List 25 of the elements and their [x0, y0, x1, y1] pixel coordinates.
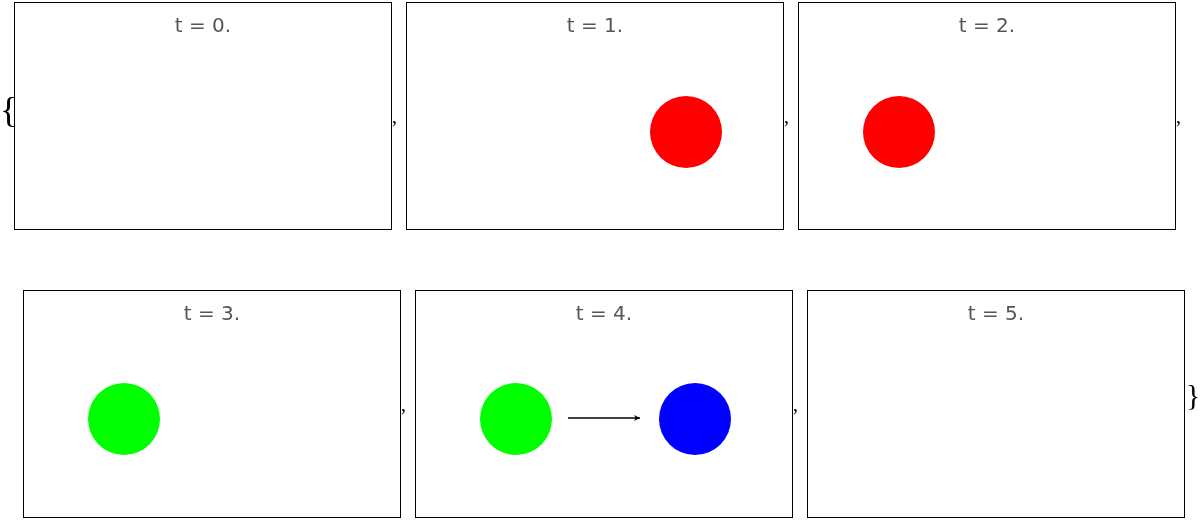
time-label: t = 1. — [566, 13, 624, 37]
time-label: t = 2. — [958, 13, 1016, 37]
brace: } — [1186, 380, 1200, 410]
brace: { — [0, 92, 18, 128]
disk — [650, 96, 722, 168]
panel-frame — [415, 290, 793, 518]
panel-frame — [807, 290, 1185, 518]
panel-frame — [14, 2, 392, 230]
disk — [659, 383, 731, 455]
disk — [480, 383, 552, 455]
disk — [863, 96, 935, 168]
time-label: t = 3. — [183, 301, 241, 325]
comma: , — [1176, 106, 1181, 126]
comma: , — [392, 106, 397, 126]
disk — [88, 383, 160, 455]
panel-frame — [23, 290, 401, 518]
comma: , — [784, 106, 789, 126]
panel-frame — [406, 2, 784, 230]
time-label: t = 4. — [575, 301, 633, 325]
time-label: t = 0. — [174, 13, 232, 37]
arrow — [567, 415, 641, 421]
comma: , — [793, 394, 798, 414]
time-label: t = 5. — [967, 301, 1025, 325]
panel-frame — [798, 2, 1176, 230]
comma: , — [401, 394, 406, 414]
